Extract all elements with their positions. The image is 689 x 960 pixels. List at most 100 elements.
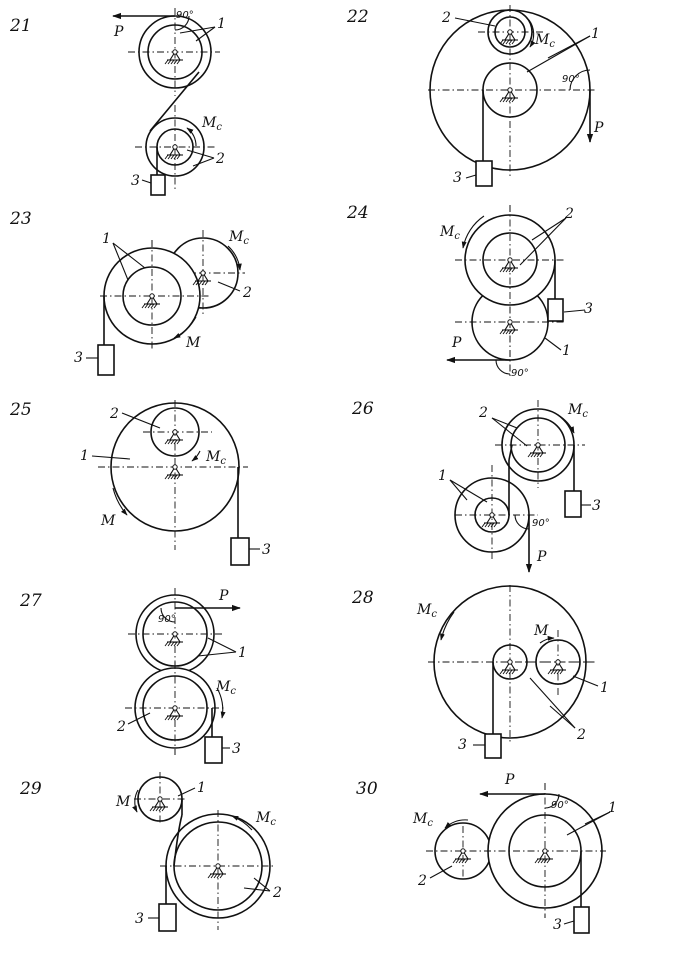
wheel-1-inner bbox=[147, 24, 203, 80]
label-angle-90: 90° bbox=[551, 800, 569, 811]
wheel-2-inner bbox=[482, 232, 538, 288]
bearing-support bbox=[499, 87, 518, 103]
figure-number-28: 28 bbox=[351, 588, 374, 608]
label-2: 2 bbox=[109, 406, 119, 422]
label-mc: Mc bbox=[416, 602, 437, 620]
label-3: 3 bbox=[453, 170, 462, 186]
wheel-1-inner bbox=[122, 266, 182, 326]
label-3: 3 bbox=[458, 737, 467, 753]
load-3 bbox=[230, 537, 250, 566]
figure-21: 21 P 90° 1 Mc 2 3 bbox=[9, 8, 226, 196]
label-2: 2 bbox=[272, 885, 282, 901]
wheel-1 bbox=[535, 639, 581, 685]
label-m: M bbox=[100, 513, 116, 529]
figure-number-24: 24 bbox=[346, 203, 369, 223]
moment-mc-arrow bbox=[528, 19, 536, 48]
moment-m-arrow bbox=[539, 635, 555, 644]
bearing-support bbox=[452, 848, 471, 864]
label-2: 2 bbox=[564, 206, 574, 222]
label-3: 3 bbox=[131, 173, 140, 189]
wheel-2-outer bbox=[433, 585, 587, 739]
label-3: 3 bbox=[584, 301, 593, 317]
figure-23: 23 1 Mc 2 M 3 bbox=[9, 209, 252, 376]
label-force-p: P bbox=[593, 120, 604, 136]
bearing-support bbox=[499, 319, 518, 335]
bearing-support bbox=[527, 442, 546, 458]
moment-mc-arrow bbox=[461, 215, 485, 249]
label-force-p: P bbox=[536, 549, 547, 565]
label-1: 1 bbox=[438, 468, 447, 484]
moment-mc-arrow bbox=[444, 819, 469, 829]
label-1: 1 bbox=[197, 780, 206, 796]
crossed-belt bbox=[149, 71, 200, 132]
bearing-support bbox=[499, 257, 518, 273]
bearing-support bbox=[192, 270, 211, 286]
label-1: 1 bbox=[102, 231, 111, 247]
label-m: M bbox=[115, 794, 131, 810]
label-1: 1 bbox=[80, 448, 89, 464]
load-3 bbox=[97, 344, 115, 376]
moment-mc-arrow bbox=[216, 687, 226, 719]
moment-mc-arrow bbox=[231, 815, 253, 831]
label-m: M bbox=[533, 623, 549, 639]
load-3 bbox=[573, 906, 590, 934]
load-3 bbox=[564, 490, 582, 518]
figure-number-25: 25 bbox=[9, 400, 32, 420]
load-3 bbox=[475, 160, 493, 187]
label-angle-90: 90° bbox=[562, 74, 580, 85]
label-1: 1 bbox=[591, 26, 600, 42]
label-2: 2 bbox=[417, 873, 427, 889]
label-mc: Mc bbox=[534, 32, 555, 50]
label-2: 2 bbox=[242, 285, 252, 301]
label-3: 3 bbox=[135, 911, 144, 927]
figure-27: 27 P 90° 1 Mc 2 3 bbox=[19, 588, 247, 764]
moment-m-arrow bbox=[173, 316, 197, 339]
bearing-support bbox=[164, 705, 183, 721]
label-1: 1 bbox=[238, 645, 247, 661]
wheel-2-inner bbox=[510, 417, 566, 473]
label-3: 3 bbox=[592, 498, 601, 514]
label-3: 3 bbox=[74, 350, 83, 366]
label-1: 1 bbox=[562, 343, 571, 359]
label-2: 2 bbox=[576, 727, 586, 743]
label-3: 3 bbox=[553, 917, 562, 933]
moment-mc-arrow bbox=[557, 414, 575, 434]
bearing-support bbox=[547, 659, 566, 675]
figure-number-27: 27 bbox=[19, 591, 42, 611]
figure-22: 22 2 Mc 1 90° P 3 bbox=[346, 5, 604, 187]
label-angle-90: 90° bbox=[176, 10, 194, 21]
bearing-support bbox=[499, 659, 518, 675]
load-3 bbox=[158, 903, 177, 932]
moment-mc-arrow bbox=[440, 611, 455, 641]
bearing-support bbox=[481, 512, 500, 528]
bearing-support bbox=[149, 796, 168, 812]
moment-mc-arrow bbox=[186, 127, 197, 147]
figure-30: 30 P 90° 1 Mc 2 3 bbox=[356, 772, 617, 934]
figure-number-30: 30 bbox=[356, 779, 378, 799]
label-mc: Mc bbox=[567, 402, 588, 420]
moment-mc-arrow bbox=[227, 245, 242, 271]
wheel-2-outer bbox=[487, 9, 533, 55]
label-mc: Mc bbox=[205, 449, 226, 467]
figure-number-21: 21 bbox=[9, 16, 32, 36]
bearing-support bbox=[164, 144, 183, 160]
moment-m-arrow bbox=[112, 487, 128, 516]
label-2: 2 bbox=[116, 719, 126, 735]
bearing-support bbox=[534, 848, 553, 864]
figure-25: 25 2 1 Mc M 3 bbox=[9, 400, 271, 566]
label-mc: Mc bbox=[215, 679, 236, 697]
bearing-support bbox=[164, 49, 183, 65]
label-force-p: P bbox=[113, 24, 124, 40]
wheel-1 bbox=[110, 402, 240, 532]
bearing-support bbox=[499, 29, 518, 45]
moment-m-arrow bbox=[132, 789, 139, 813]
fixed-supports bbox=[141, 29, 566, 879]
label-mc: Mc bbox=[201, 115, 222, 133]
load-3 bbox=[547, 298, 564, 322]
label-m: M bbox=[185, 335, 201, 351]
figure-29: 29 M 1 Mc 2 3 bbox=[19, 772, 282, 932]
label-angle-90: 90° bbox=[511, 368, 529, 379]
wheel-2 bbox=[150, 407, 200, 457]
label-3: 3 bbox=[262, 542, 271, 558]
